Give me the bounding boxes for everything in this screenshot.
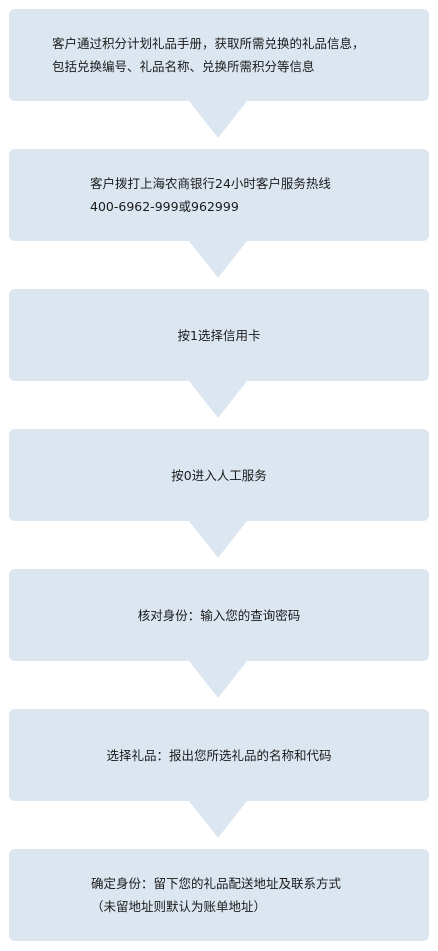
arrow-down-icon [189,521,247,558]
step-4-text-line-1: 按0进入人工服务 [171,467,267,483]
flow-step-5: 核对身份：输入您的查询密码 [9,569,429,661]
arrow-down-icon [189,801,247,838]
arrow-down-icon [189,381,247,418]
arrow-down-icon [189,661,247,698]
step-1-text-line-1: 客户通过积分计划礼品手册，获取所需兑换的礼品信息， [52,36,365,51]
step-7-text-line-2: （未留地址则默认为账单地址） [91,899,267,914]
flow-step-3: 按1选择信用卡 [9,289,429,381]
flow-step-6: 选择礼品：报出您所选礼品的名称和代码 [9,709,429,801]
step-3-text-line-1: 按1选择信用卡 [177,327,261,343]
flow-step-4: 按0进入人工服务 [9,429,429,521]
step-6-text-line-1: 选择礼品：报出您所选礼品的名称和代码 [106,747,332,763]
flow-step-1: 客户通过积分计划礼品手册，获取所需兑换的礼品信息， 包括兑换编号、礼品名称、兑换… [9,9,429,101]
step-5-text-line-1: 核对身份：输入您的查询密码 [137,607,301,623]
arrow-down-icon [189,241,247,278]
arrow-down-icon [189,101,247,138]
flow-step-2: 客户拨打上海农商银行24小时客户服务热线 400-6962-999或962999 [9,149,429,241]
step-2-text-line-2: 400-6962-999或962999 [90,199,239,214]
step-2-text-line-1: 客户拨打上海农商银行24小时客户服务热线 [90,176,331,191]
flow-step-7: 确定身份：留下您的礼品配送地址及联系方式 （未留地址则默认为账单地址） [9,849,429,941]
step-1-text-line-2: 包括兑换编号、礼品名称、兑换所需积分等信息 [52,59,315,74]
step-7-text-line-1: 确定身份：留下您的礼品配送地址及联系方式 [91,876,342,891]
